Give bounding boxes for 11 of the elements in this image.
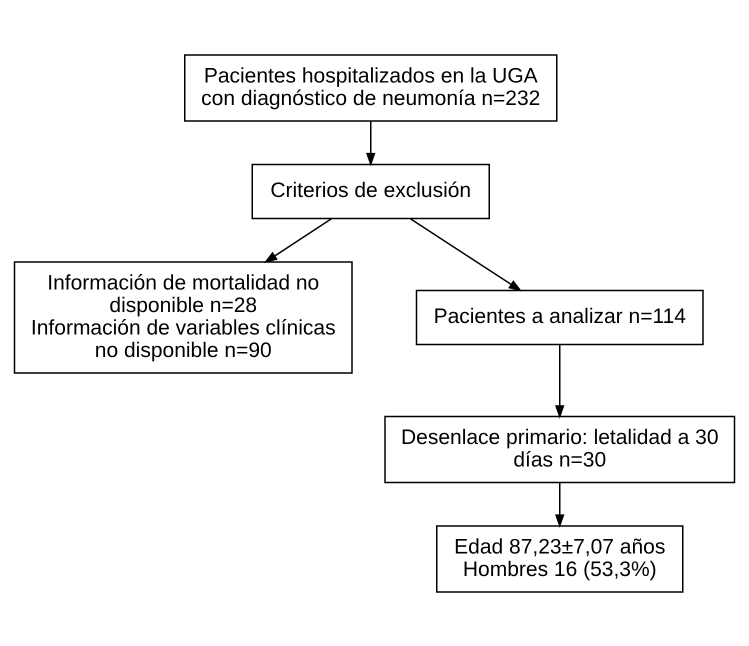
arrow — [366, 120, 376, 166]
node-box: Información de mortalidad no disponible n=28 Información de variables clínicas no disponible n=90 — [14, 260, 353, 374]
node-box: Pacientes hospitalizados en la UGA con diagnóstico de neumonía n=232 — [184, 54, 558, 122]
arrow — [264, 218, 332, 263]
node-box: Pacientes a analizar n=114 — [416, 289, 704, 345]
arrow — [555, 344, 564, 418]
node-box: Criterios de exclusión — [252, 163, 490, 219]
node-box: Edad 87,23±7,07 años Hombres 16 (53,3%) — [436, 524, 684, 592]
arrow — [555, 482, 564, 528]
arrow — [410, 218, 522, 291]
node-box: Desenlace primario: letalidad a 30 días n=30 — [384, 415, 736, 483]
